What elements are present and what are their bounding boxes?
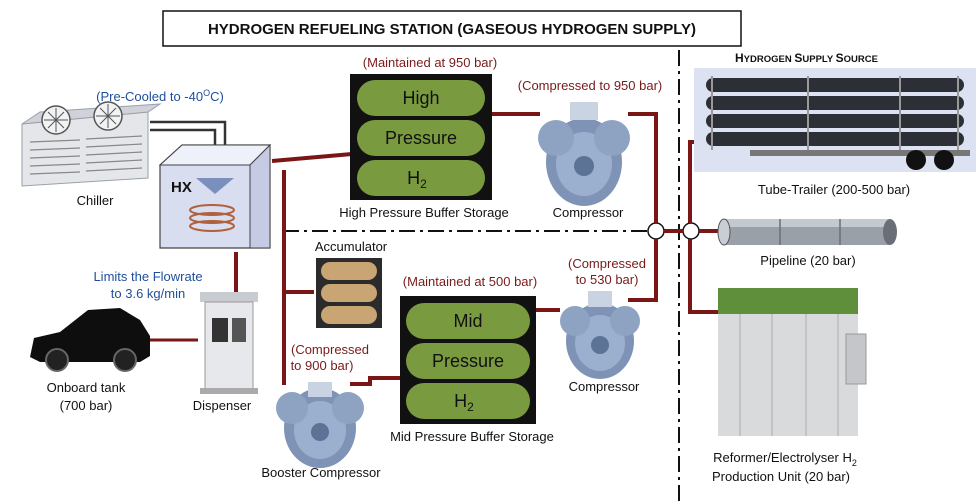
compressor-high-note: (Compressed to 950 bar) [518, 78, 663, 93]
chiller-note: (Pre-Cooled to -40OC) [96, 88, 224, 104]
booster-note-2: to 900 bar) [291, 358, 354, 373]
compressor-mid-note-2: to 530 bar) [576, 272, 639, 287]
high-storage-note: (Maintained at 950 bar) [363, 55, 497, 70]
tube-trailer-icon [694, 68, 976, 172]
compressor-mid-note-1: (Compressed [568, 256, 646, 271]
high-pill-3 [357, 160, 485, 196]
chiller-caption: Chiller [77, 193, 115, 208]
heat-exchanger-icon [158, 143, 272, 249]
booster-note-1: (Compressed [291, 342, 369, 357]
mid-pill-2 [406, 343, 530, 379]
accumulator-caption: Accumulator [315, 239, 388, 254]
compressor-mid-caption: Compressor [569, 379, 640, 394]
pipeline-icon [717, 218, 897, 246]
mid-pill-1 [406, 303, 530, 339]
mid-storage-note: (Maintained at 500 bar) [403, 274, 537, 289]
junction-right [682, 222, 700, 240]
mid-pill-3 [406, 383, 530, 419]
high-pill-1-label: High [402, 88, 439, 108]
chiller-icon [21, 101, 162, 187]
high-pill-2 [357, 120, 485, 156]
high-pill-3-label: H2 [407, 168, 427, 191]
tube-trailer-caption: Tube-Trailer (200-500 bar) [758, 182, 910, 197]
high-storage-caption: High Pressure Buffer Storage [339, 205, 509, 220]
junction-left [647, 222, 665, 240]
accumulator-icon [316, 258, 382, 328]
production-caption-1: Reformer/Electrolyser H2 [713, 450, 857, 468]
compressor-high-caption: Compressor [553, 205, 624, 220]
car-icon [30, 308, 150, 372]
mid-storage-caption: Mid Pressure Buffer Storage [390, 429, 554, 444]
dispenser-limit-1: Limits the Flowrate [93, 269, 202, 284]
high-pill-2-label: Pressure [385, 128, 457, 148]
production-unit-icon [718, 288, 867, 436]
heat-exchanger-label: HX [171, 179, 192, 196]
supply-source-heading: HYDROGEN SUPPLY SOURCE [735, 51, 878, 65]
dispenser-caption: Dispenser [193, 398, 252, 413]
booster-compressor-icon [276, 382, 364, 468]
title: HYDROGEN REFUELING STATION (GASEOUS HYDR… [208, 21, 696, 38]
production-caption-2: Production Unit (20 bar) [712, 469, 850, 484]
mid-pill-1-label: Mid [453, 311, 482, 331]
compressor-mid-icon [560, 291, 640, 379]
mid-pill-2-label: Pressure [432, 351, 504, 371]
dispenser-limit-2: to 3.6 kg/min [111, 286, 185, 301]
compressor-high-icon [538, 102, 630, 206]
vehicle-caption-1: Onboard tank [47, 380, 126, 395]
dispenser-icon [200, 292, 258, 394]
booster-caption: Booster Compressor [261, 465, 381, 480]
high-pill-1 [357, 80, 485, 116]
pipeline-caption: Pipeline (20 bar) [760, 253, 855, 268]
mid-pill-3-label: H2 [454, 391, 474, 414]
vehicle-caption-2: (700 bar) [60, 398, 113, 413]
title-box [162, 10, 742, 47]
